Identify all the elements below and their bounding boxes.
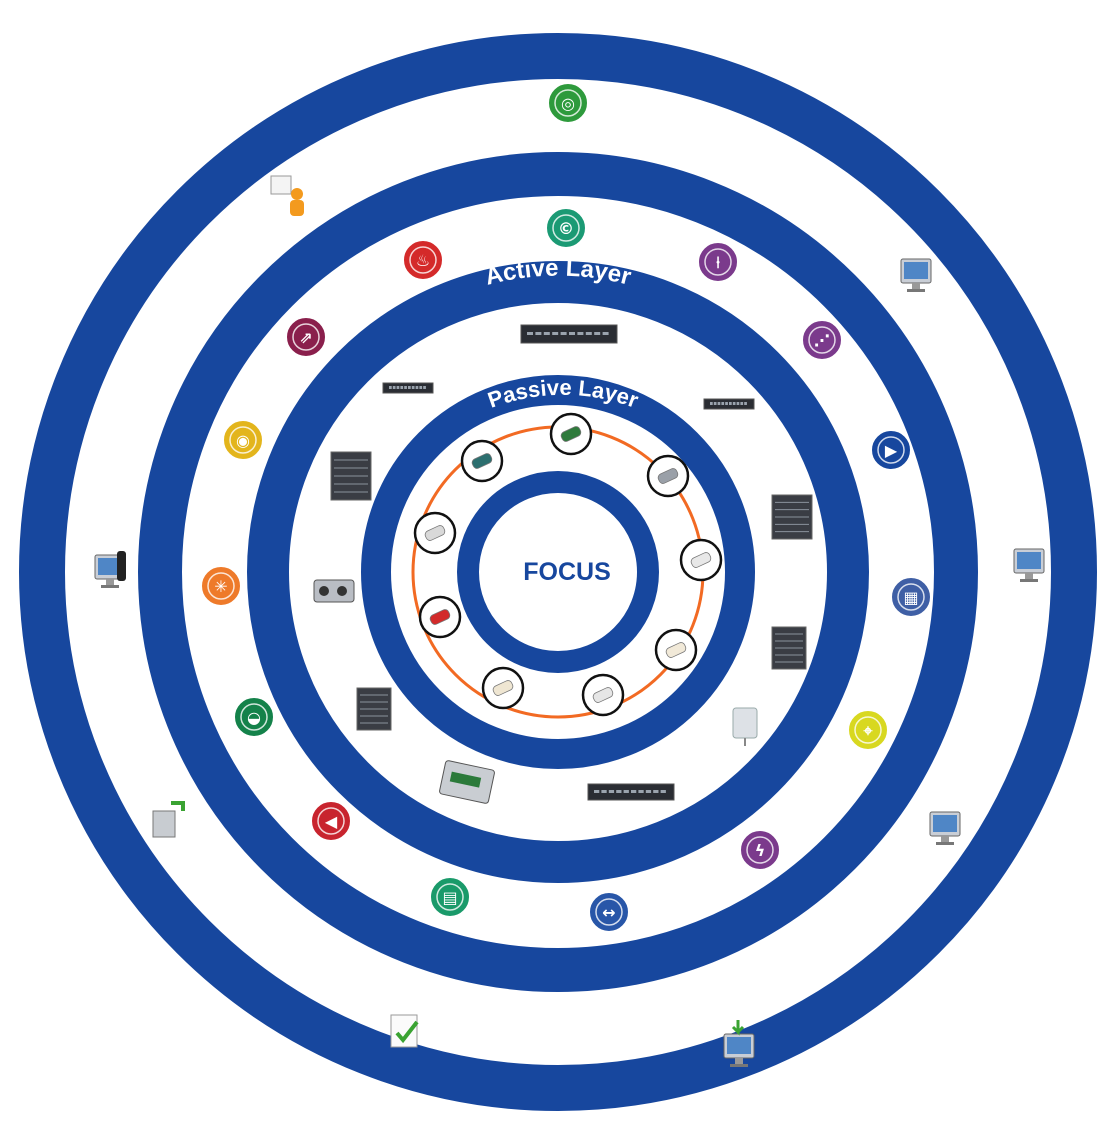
- svg-text:◒: ◒: [247, 708, 261, 727]
- keystone-jack-icon: [413, 511, 457, 555]
- svg-text:✳: ✳: [214, 577, 227, 596]
- presenter-user-icon: [270, 175, 304, 216]
- blade-chassis-icon: [356, 687, 392, 731]
- wind-turbine-icon: ⍿: [697, 241, 739, 283]
- spiral-icon: ◉: [222, 419, 264, 461]
- chassis-switch-left-icon: [330, 451, 372, 501]
- media-converter-icon: [313, 579, 355, 603]
- svg-text:⋰: ⋰: [814, 331, 830, 350]
- system-ring: [138, 152, 978, 992]
- merge-arrows-icon: ↔: [588, 891, 630, 933]
- svg-text:⌖: ⌖: [862, 721, 873, 740]
- checklist-document-icon: [390, 1014, 419, 1048]
- svg-text:⍿: ⍿: [716, 253, 720, 272]
- network-nodes-icon: ⋰: [801, 319, 843, 361]
- system-icons-group: ◎ © ⍿ ♨ ⇗ ⋰ ◉ ▶ ✳ ▦ ◒ ⌖ ◀ ϟ ▤ ↔: [200, 82, 932, 933]
- download-monitor-icon: [723, 1020, 755, 1067]
- red-conduit-icon: [418, 595, 462, 639]
- patch-cord-icon: [646, 454, 690, 498]
- passive-layer-label: Passive Layer: [485, 375, 643, 413]
- rack-switch-top-icon: [520, 324, 618, 344]
- svg-text:©: ©: [558, 219, 574, 238]
- led-board-icon: ▤: [429, 876, 471, 918]
- passive-items-group: [413, 412, 723, 717]
- radar-icon: ◎: [547, 82, 589, 124]
- active-ring: [247, 261, 869, 883]
- escalator-icon: ⇗: [285, 316, 327, 358]
- cycle-oc-icon: ©: [545, 207, 587, 249]
- elv-power-icon: ϟ: [739, 829, 781, 871]
- speaker-icon: ◀: [310, 800, 352, 842]
- svg-text:▦: ▦: [903, 588, 918, 607]
- faceplate-icon: [679, 538, 723, 582]
- svg-text:▶: ▶: [885, 441, 898, 460]
- svg-text:↔: ↔: [602, 903, 615, 922]
- svg-text:◎: ◎: [561, 94, 575, 113]
- cable-roll-icon: [654, 628, 698, 672]
- svg-text:▤: ▤: [442, 888, 457, 907]
- wireless-access-point-icon: [732, 707, 758, 746]
- gauge-icon: ◒: [233, 696, 275, 738]
- sun-burst-icon: ✳: [200, 565, 242, 607]
- svg-text:◉: ◉: [236, 431, 250, 450]
- svg-text:ϟ: ϟ: [755, 841, 766, 860]
- focus-ring: [457, 471, 659, 673]
- monitor-remote-icon: [94, 551, 126, 588]
- technician-cabling-icon: [549, 412, 593, 456]
- cctv-camera-icon: ▶: [870, 429, 912, 471]
- svg-text:◀: ◀: [325, 812, 338, 831]
- gateway-plugin-icon: [152, 801, 185, 838]
- focus-label: FOCUS: [523, 558, 611, 586]
- chassis-switch-right-icon: [771, 494, 813, 540]
- server-rack-right-icon: [771, 626, 807, 670]
- workstation-monitor-icon: [900, 258, 932, 292]
- fire-icon: ♨: [402, 239, 444, 281]
- svg-text:⇗: ⇗: [299, 328, 312, 347]
- white-conduit-icon: [481, 666, 525, 710]
- svg-text:Passive Layer: Passive Layer: [485, 375, 643, 413]
- svg-text:♨: ♨: [416, 251, 430, 270]
- passive-ring: [361, 375, 755, 769]
- application-icons-group: [94, 175, 1045, 1067]
- rack-switch-bottom-icon: [587, 783, 675, 801]
- rj45-connector-icon: [581, 673, 625, 717]
- network-computers-icon: [1013, 548, 1045, 582]
- screen-display-icon: [929, 811, 961, 845]
- patch-panel-right-icon: [703, 398, 755, 410]
- application-ring: [19, 33, 1097, 1111]
- grid-panel-icon: ▦: [890, 576, 932, 618]
- industrial-switch-icon: [439, 760, 495, 804]
- patch-panel-left-icon: [382, 382, 434, 394]
- target-icon: ⌖: [847, 709, 889, 751]
- active-devices-group: [313, 324, 813, 804]
- wall-plate-icon: [460, 439, 504, 483]
